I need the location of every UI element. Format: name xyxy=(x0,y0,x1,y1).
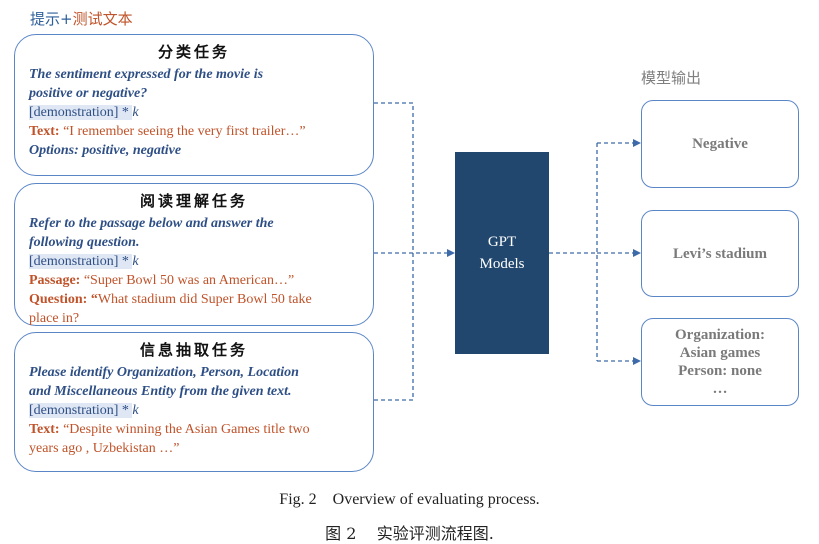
legend-text-part: 测试文本 xyxy=(72,10,133,28)
arrowhead-out3 xyxy=(633,357,641,365)
output-box-stadium: Levi’s stadium xyxy=(641,210,799,297)
caption-chinese: 图 2 实验评测流程图. xyxy=(325,524,494,543)
k-variable: k xyxy=(132,254,139,269)
k-variable: k xyxy=(132,403,139,418)
output-text: Person: none xyxy=(678,363,762,379)
output-text: Asian games xyxy=(679,345,761,361)
model-label-line1: GPT xyxy=(487,234,517,250)
prompt-line: The sentiment expressed for the movie is xyxy=(29,67,264,82)
output-text: Organization: xyxy=(675,327,765,343)
caption-english: Fig. 2 Overview of evaluating process. xyxy=(279,491,540,508)
connector-out-trunk xyxy=(549,143,598,361)
field-value: “I remember seeing the very first traile… xyxy=(59,124,306,139)
output-box-entities: Organization: Asian games Person: none … xyxy=(641,318,799,406)
legend-prompt-part: 提示+ xyxy=(30,10,73,28)
legend-title: 提示+测试文本 xyxy=(30,8,133,29)
output-text: … xyxy=(712,381,728,397)
output-text: Negative xyxy=(692,136,748,152)
question-line: Question: “What stadium did Super Bowl 5… xyxy=(29,290,359,309)
arrowhead-model xyxy=(447,249,455,257)
arrowhead-out1 xyxy=(633,139,641,147)
output-label: 模型输出 xyxy=(641,69,702,87)
model-label-line2: Models xyxy=(479,256,525,272)
prompt-line: and Miscellaneous Entity from the given … xyxy=(29,384,292,399)
demonstration-label: [demonstration] * xyxy=(29,403,133,418)
question-text: What stadium did Super Bowl 50 take xyxy=(97,292,312,307)
connector-task1 xyxy=(374,102,414,401)
text-field-line: Text: “Despite winning the Asian Games t… xyxy=(29,420,359,439)
prompt-line: Refer to the passage below and answer th… xyxy=(29,216,274,231)
field-label: Text: xyxy=(29,422,60,437)
demonstration-label: [demonstration] * xyxy=(29,254,133,269)
options-line: Options: positive, negative xyxy=(29,143,182,158)
demonstration-line: [demonstration] * k xyxy=(29,252,359,271)
task-box-information-extraction: 信息抽取任务 Please identify Organization, Per… xyxy=(14,332,374,472)
task-title: 阅读理解任务 xyxy=(139,192,248,210)
question-line-cont: place in? xyxy=(29,311,80,326)
field-value: “Despite winning the Asian Games title t… xyxy=(59,422,310,437)
output-text: Levi’s stadium xyxy=(672,245,768,262)
text-field-line: Text: “I remember seeing the very first … xyxy=(29,122,359,141)
output-box-negative: Negative xyxy=(641,100,799,188)
demonstration-line: [demonstration] * k xyxy=(29,401,359,420)
question-label: Question: “ xyxy=(29,292,98,307)
prompt-line: positive or negative? xyxy=(29,86,148,101)
prompt-line: Please identify Organization, Person, Lo… xyxy=(29,365,299,380)
task-title: 信息抽取任务 xyxy=(139,341,248,359)
prompt-line: following question. xyxy=(29,235,140,250)
k-variable: k xyxy=(132,105,139,120)
demonstration-line: [demonstration] * k xyxy=(29,103,359,122)
task-box-classification: 分类任务 The sentiment expressed for the mov… xyxy=(14,34,374,176)
passage-line: Passage: “Super Bowl 50 was an American…… xyxy=(29,271,359,290)
task-title: 分类任务 xyxy=(157,43,230,61)
field-value: “Super Bowl 50 was an American…” xyxy=(80,273,295,288)
demonstration-label: [demonstration] * xyxy=(29,105,133,120)
task-box-reading-comprehension: 阅读理解任务 Refer to the passage below and an… xyxy=(14,183,374,326)
field-label: Text: xyxy=(29,124,60,139)
gpt-models-box: GPT Models xyxy=(455,152,549,354)
arrowhead-out2 xyxy=(633,249,641,257)
text-field-line-cont: years ago , Uzbekistan …” xyxy=(29,441,180,456)
field-label: Passage: xyxy=(29,273,81,288)
